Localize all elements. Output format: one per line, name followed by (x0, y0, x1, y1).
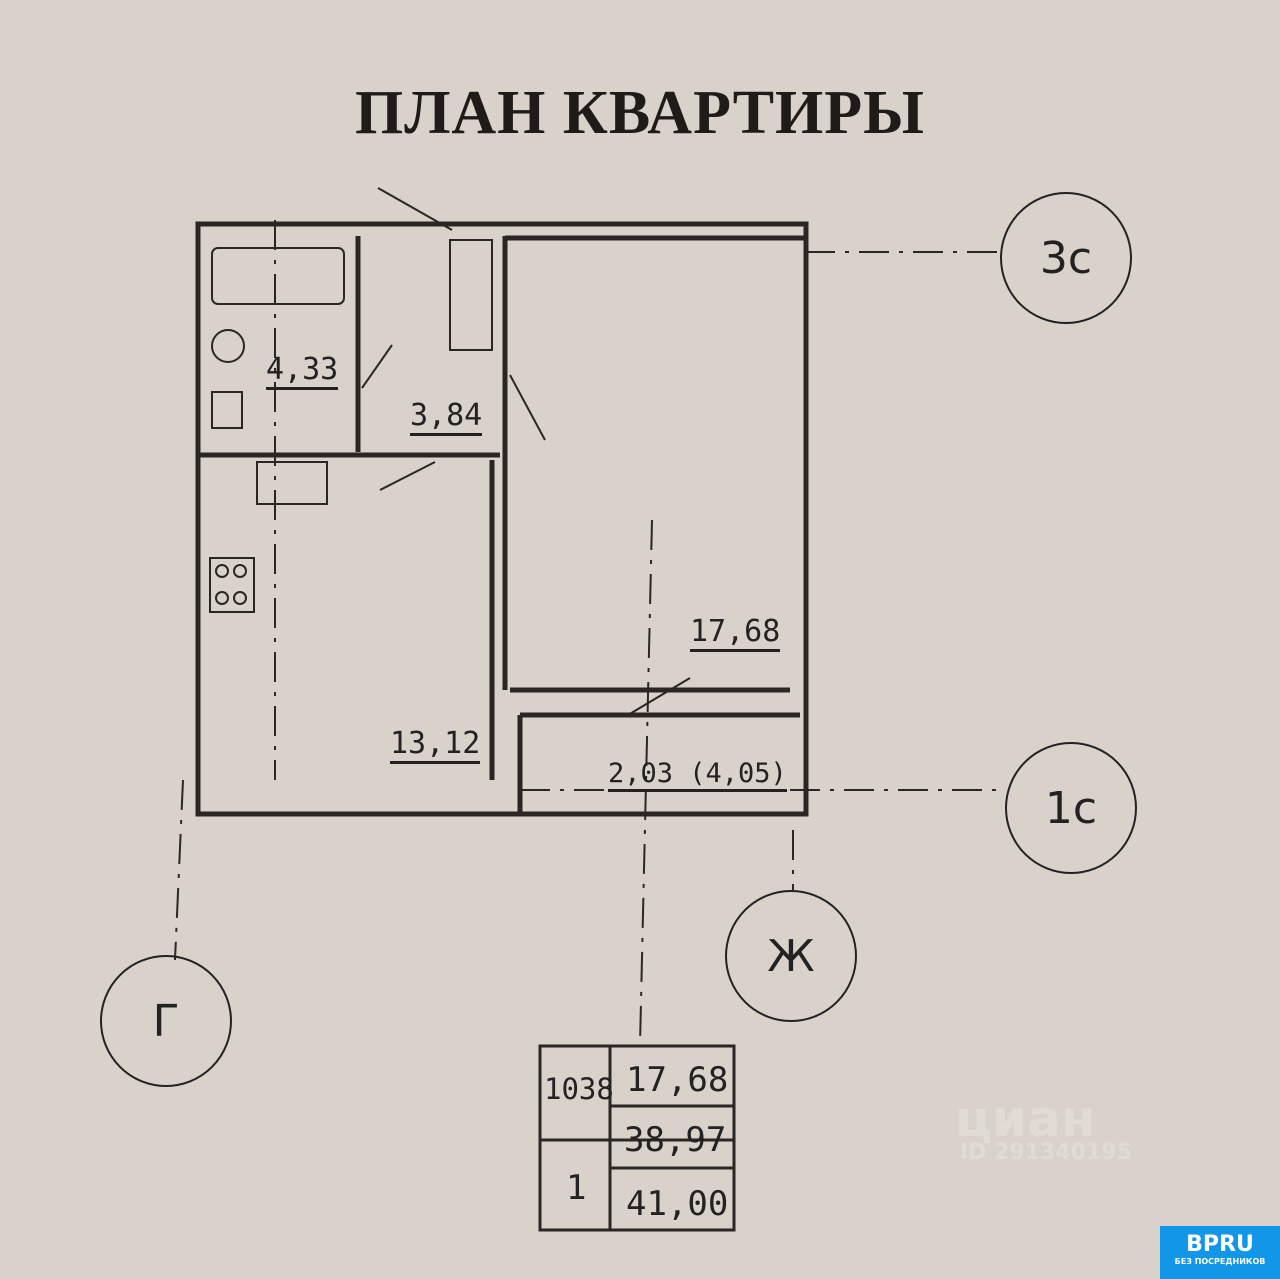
room-area-kitchen: 13,12 (390, 726, 481, 764)
room-area-bathroom: 4,33 (266, 352, 339, 390)
page-title: ПЛАН КВАРТИРЫ (354, 79, 926, 147)
axis-marker-zh: Ж (725, 890, 857, 1022)
logo-tagline: БЕЗ ПОСРЕДНИКОВ (1174, 1257, 1266, 1266)
fixtures (209, 187, 691, 716)
table-room-count: 1 (566, 1168, 587, 1208)
logo-name: BPRU (1186, 1232, 1254, 1257)
table-living-area: 17,68 (626, 1060, 729, 1100)
table-apartment-number: 1038 (544, 1072, 614, 1106)
watermark-id: ID 291340195 (960, 1140, 1132, 1165)
axis-marker-g: Г (100, 955, 232, 1087)
walls (195, 221, 809, 817)
axis-marker-3c: 3с (1000, 192, 1132, 324)
axis-marker-1c: 1с (1005, 742, 1137, 874)
room-area-hallway: 3,84 (410, 398, 483, 436)
watermark-brand: циан (955, 1090, 1096, 1148)
table-total-with-balcony: 41,00 (626, 1184, 729, 1224)
table-total-area: 38,97 (624, 1120, 727, 1160)
room-area-balcony: 2,03 (4,05) (608, 758, 787, 792)
bpru-logo[interactable]: BPRU БЕЗ ПОСРЕДНИКОВ (1160, 1226, 1280, 1279)
room-area-living: 17,68 (690, 614, 781, 652)
